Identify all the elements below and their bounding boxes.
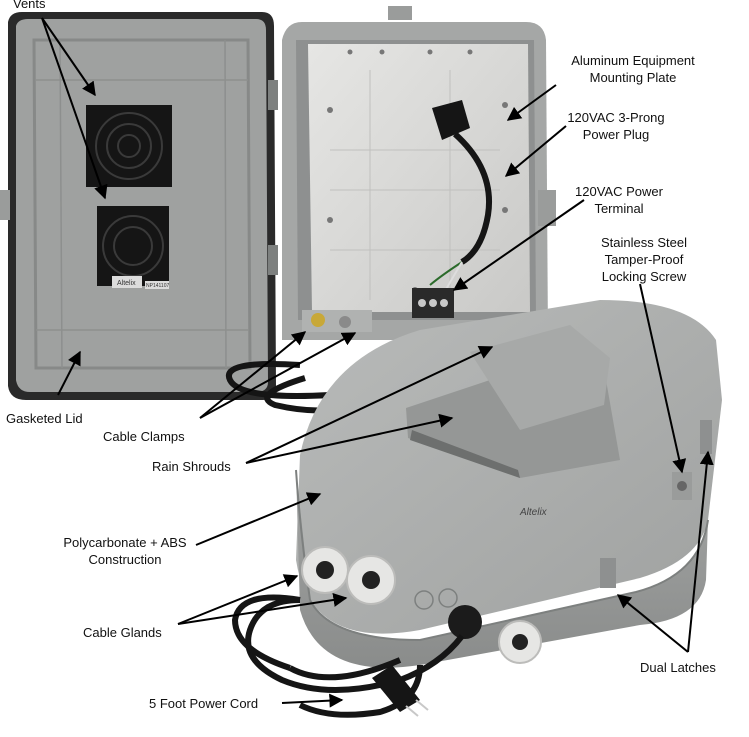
label-vents: Vents	[13, 0, 46, 11]
latch-left	[600, 558, 616, 588]
label-power-cord: 5 Foot Power Cord	[149, 696, 259, 711]
power-cord	[231, 594, 465, 718]
locking-screw	[677, 481, 687, 491]
label-gasketed-lid: Gasketed Lid	[6, 411, 83, 426]
label-aluminum-plate-line2: Mounting Plate	[589, 70, 677, 85]
bottom-vent-fan	[97, 206, 169, 286]
latch-right	[700, 420, 712, 454]
label-power-plug: 120VAC 3-Prong Power Plug	[556, 109, 676, 143]
enclosure-brand-logo: Altelix	[519, 507, 548, 518]
label-power-plug-line2: Power Plug	[582, 127, 650, 142]
top-vent-fan	[86, 105, 172, 187]
label-locking-screw-line3: Locking Screw	[601, 269, 687, 284]
label-locking-screw-line1: Stainless Steel	[601, 235, 687, 250]
lid-model-label: NP141107	[146, 283, 169, 289]
label-aluminum-plate: Aluminum Equipment Mounting Plate	[548, 52, 718, 86]
label-locking-screw-line2: Tamper-Proof	[604, 252, 684, 267]
callout-arrows	[41, 17, 714, 708]
label-cable-clamps: Cable Clamps	[103, 429, 185, 444]
power-plug	[432, 100, 470, 140]
label-construction: Polycarbonate + ABS Construction	[52, 534, 198, 568]
label-construction-line2: Construction	[88, 552, 162, 567]
closed-enclosure: Altelix	[295, 300, 722, 668]
upper-rain-shroud	[470, 325, 610, 430]
label-power-terminal-line1: 120VAC Power	[575, 184, 663, 199]
gasketed-lid: Altelix NP141107	[0, 12, 278, 400]
aluminum-mounting-plate	[308, 44, 530, 312]
lid-brand-logo: Altelix	[117, 280, 136, 287]
label-cable-glands: Cable Glands	[83, 625, 162, 640]
label-dual-latches: Dual Latches	[640, 660, 716, 675]
plug-cable	[452, 131, 492, 265]
label-power-terminal-line2: Terminal	[594, 201, 644, 216]
power-plug-end	[372, 665, 420, 712]
hinge-top	[268, 80, 278, 110]
label-power-terminal: 120VAC Power Terminal	[566, 183, 672, 217]
hinge-bottom	[268, 245, 278, 275]
label-construction-line1: Polycarbonate + ABS	[63, 535, 187, 550]
enclosure-base	[282, 6, 556, 340]
cable-glands	[301, 546, 542, 664]
label-power-plug-line1: 120VAC 3-Prong	[567, 110, 665, 125]
label-rain-shrouds: Rain Shrouds	[152, 459, 231, 474]
label-locking-screw: Stainless Steel Tamper-Proof Locking Scr…	[586, 234, 702, 285]
power-cord-gland	[448, 605, 482, 639]
label-aluminum-plate-line1: Aluminum Equipment	[571, 53, 695, 68]
